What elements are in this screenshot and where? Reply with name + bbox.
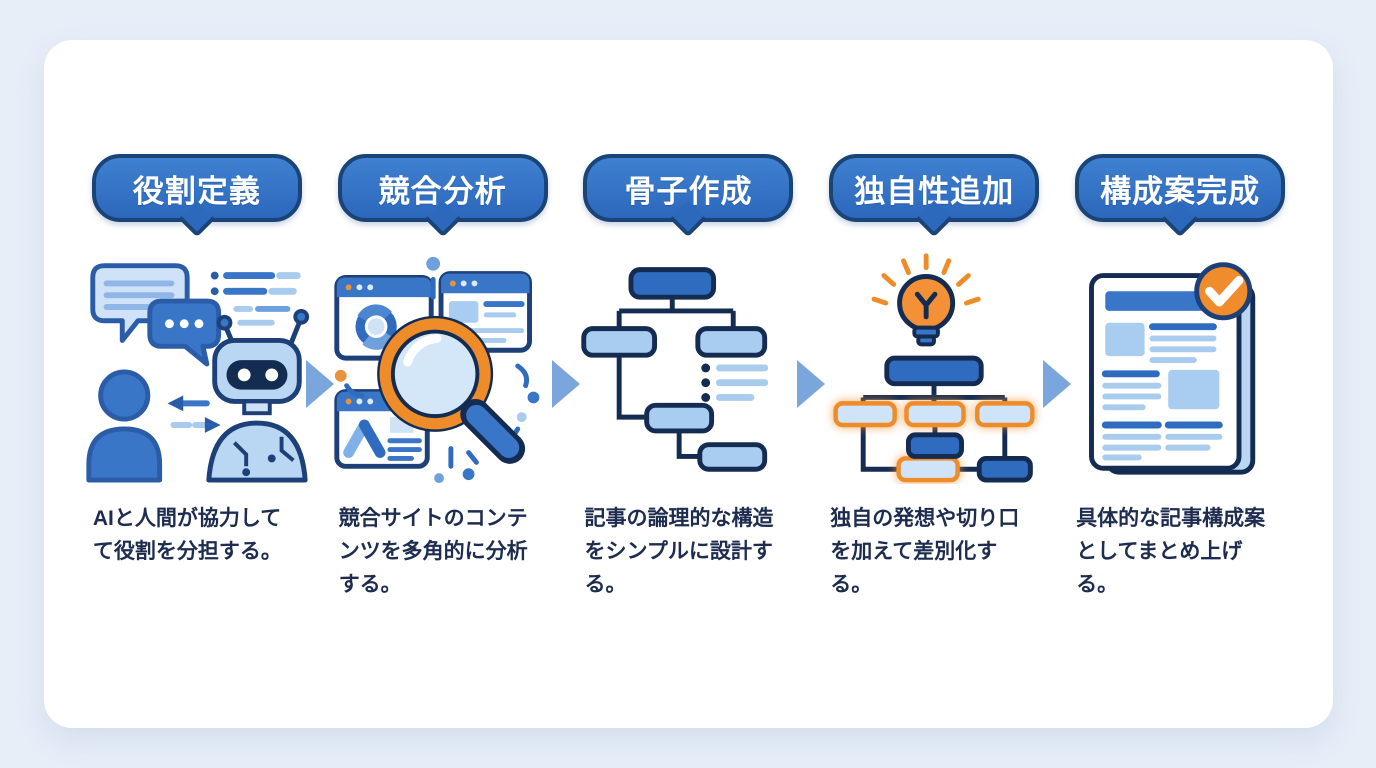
step-3-description: 記事の論理的な構造 をシンプルに設計す る。 [584, 507, 774, 596]
human-ai-dialogue-icon [77, 246, 317, 486]
step-2-title-bubble: 競合分析 [337, 154, 548, 238]
flow-arrow-icon [306, 360, 334, 408]
lightbulb-flowchart-icon [814, 246, 1054, 486]
step-plan-complete: 構成案完成 [1057, 154, 1303, 601]
step-5-description: 具体的な記事構成案 としてまとめ上げ る。 [1076, 507, 1266, 596]
flowchart-outline-icon [568, 246, 808, 486]
step-4-title-bubble: 独自性追加 [829, 154, 1040, 238]
step-add-uniqueness: 独自性追加 [811, 154, 1057, 601]
step-5-title-bubble: 構成案完成 [1075, 154, 1286, 238]
step-role-definition: 役割定義 [74, 154, 320, 601]
process-diagram-card: 役割定義 [44, 40, 1333, 728]
step-1-description: AIと人間が協力して て役割を分担する。 [92, 507, 282, 563]
step-competitor-analysis: 競合分析 [320, 154, 566, 601]
magnifier-websites-icon [323, 246, 563, 486]
flow-arrow-icon [1043, 360, 1071, 408]
document-check-icon [1060, 246, 1300, 486]
flow-arrow-icon [797, 360, 825, 408]
step-outline-creation: 骨子作成 [566, 154, 812, 601]
steps-row: 役割定義 [44, 40, 1333, 601]
step-3-title-bubble: 骨子作成 [583, 154, 794, 238]
step-2-description: 競合サイトのコンテ ンツを多角的に分析 する。 [338, 507, 528, 596]
step-1-title-bubble: 役割定義 [91, 154, 302, 238]
flow-arrow-icon [552, 360, 580, 408]
step-4-description: 独自の発想や切り口 を加えて差別化す る。 [830, 507, 1020, 596]
